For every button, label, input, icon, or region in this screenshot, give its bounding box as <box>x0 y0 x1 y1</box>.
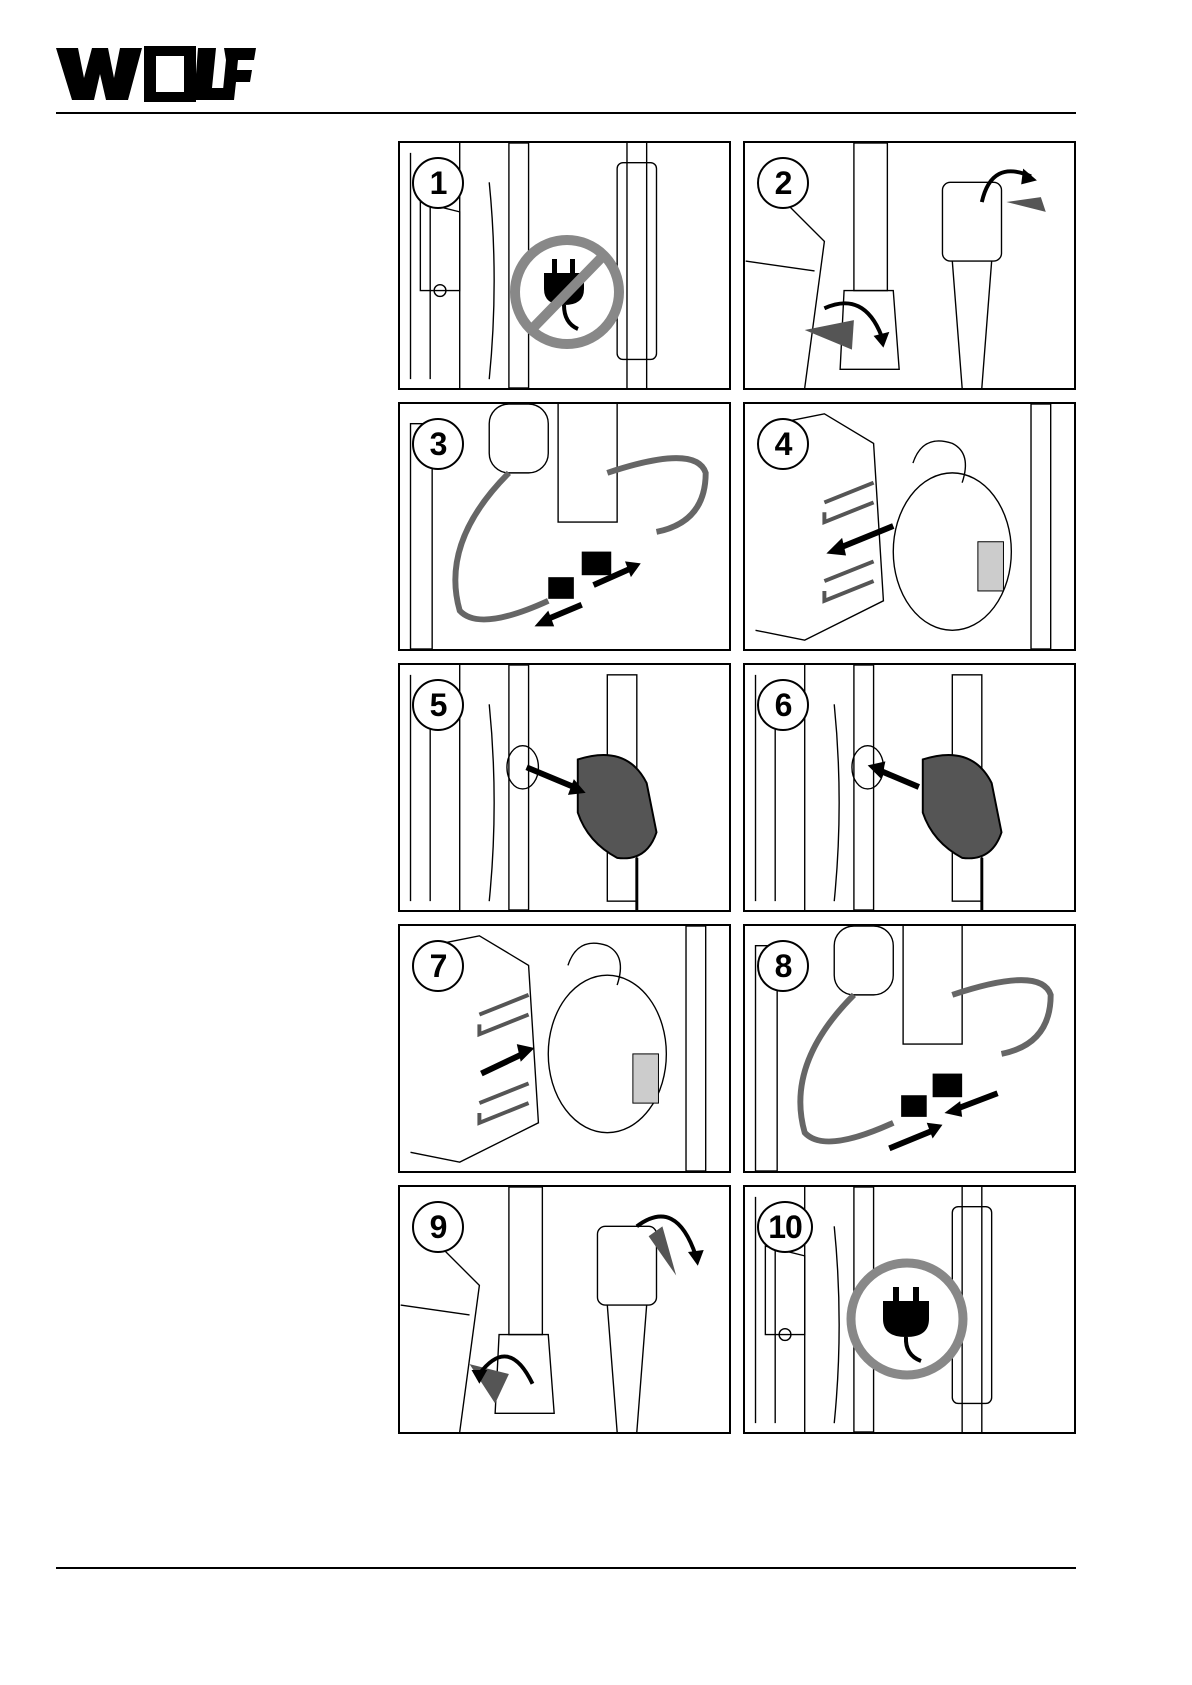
step-6-panel: 6 <box>743 663 1076 912</box>
step-2-panel: 2 <box>743 141 1076 390</box>
power-plug-icon <box>845 1257 969 1381</box>
step-number-badge: 1 <box>412 157 464 209</box>
step-number-badge: 10 <box>757 1201 813 1253</box>
step-number-badge: 2 <box>757 157 809 209</box>
step-number-badge: 9 <box>412 1201 464 1253</box>
step-number-badge: 4 <box>757 418 809 470</box>
wolf-logo <box>56 44 256 104</box>
step-7-panel: 7 <box>398 924 731 1173</box>
header-rule <box>56 112 1076 114</box>
footer-rule <box>56 1567 1076 1569</box>
step-10-panel: 10 <box>743 1185 1076 1434</box>
step-number-badge: 6 <box>757 679 809 731</box>
step-9-panel: 9 <box>398 1185 731 1434</box>
step-5-panel: 5 <box>398 663 731 912</box>
no-power-plug-icon <box>508 233 626 351</box>
step-number-badge: 3 <box>412 418 464 470</box>
step-number-badge: 5 <box>412 679 464 731</box>
step-4-panel: 4 <box>743 402 1076 651</box>
step-8-panel: 8 <box>743 924 1076 1173</box>
step-1-panel: 1 <box>398 141 731 390</box>
step-number-badge: 7 <box>412 940 464 992</box>
step-number-badge: 8 <box>757 940 809 992</box>
step-3-panel: 3 <box>398 402 731 651</box>
